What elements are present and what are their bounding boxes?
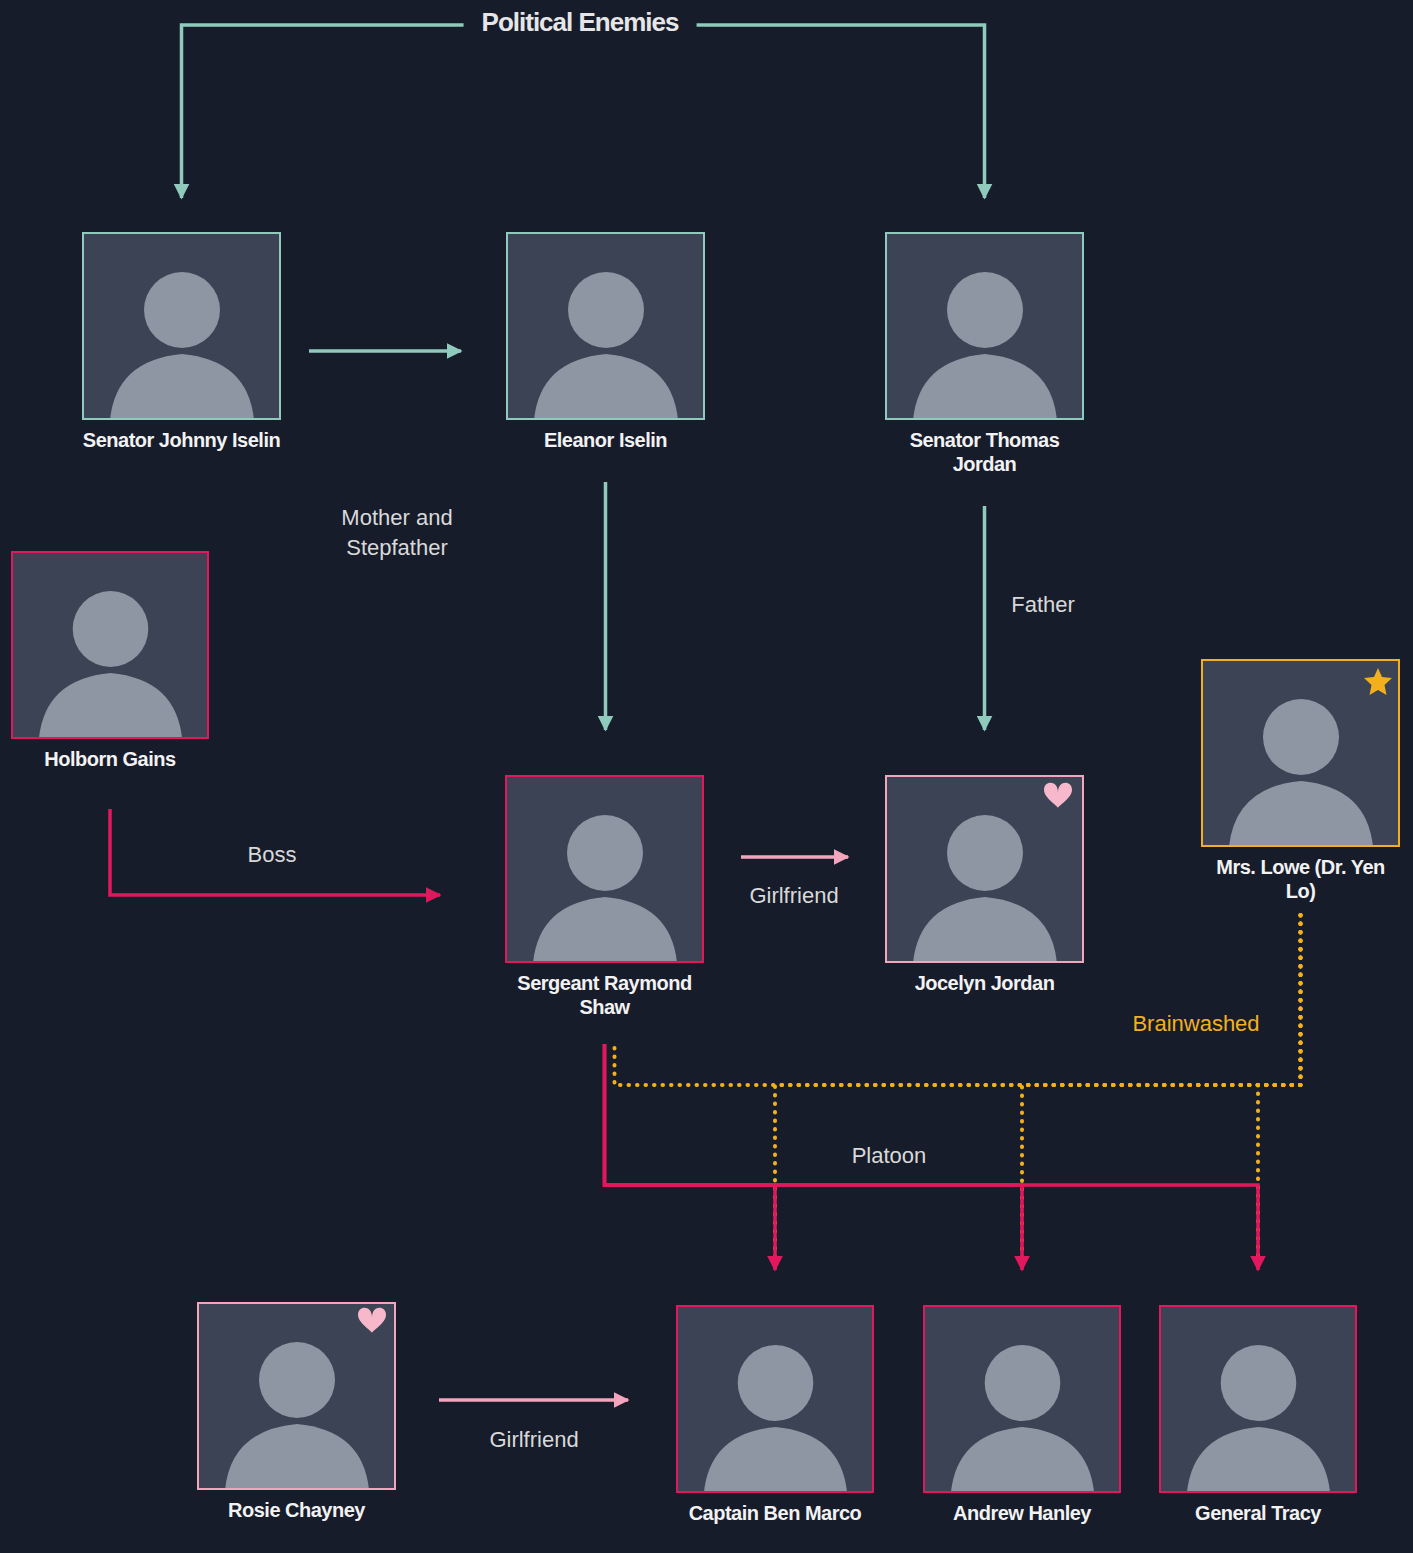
dotted-connector <box>1258 915 1301 1270</box>
character-card: Senator Thomas Jordan <box>885 232 1084 476</box>
character-card: Mrs. Lowe (Dr. Yen Lo) <box>1201 659 1400 903</box>
portrait-frame <box>82 232 281 420</box>
dotted-connector <box>615 915 1301 1085</box>
character-name: Rosie Chayney <box>197 1498 396 1522</box>
edge-label: Mother and Stepfather <box>322 503 472 563</box>
portrait <box>885 232 1084 420</box>
portrait <box>885 775 1084 963</box>
portrait <box>676 1305 874 1493</box>
arrow-connector <box>110 809 440 895</box>
heart-icon <box>358 1308 386 1333</box>
arrow-connector <box>604 482 608 730</box>
arrow-connector <box>605 1044 776 1270</box>
character-name: General Tracy <box>1159 1501 1357 1525</box>
edge-label: Girlfriend <box>749 881 838 911</box>
arrow-connector <box>605 1044 1259 1270</box>
character-card: Captain Ben Marco <box>676 1305 874 1525</box>
portrait <box>923 1305 1121 1493</box>
portrait <box>1201 659 1400 847</box>
arrow-connector <box>309 349 461 353</box>
character-name: Jocelyn Jordan <box>885 971 1084 995</box>
dotted-connector <box>775 915 1301 1270</box>
portrait-frame <box>505 775 704 963</box>
portrait <box>82 232 281 420</box>
character-card: Rosie Chayney <box>197 1302 396 1522</box>
character-name: Captain Ben Marco <box>676 1501 874 1525</box>
arrow-connector <box>439 1398 628 1402</box>
edge-label: Platoon <box>852 1141 927 1171</box>
heart-icon <box>1044 783 1072 808</box>
character-card: Sergeant Raymond Shaw <box>505 775 704 1019</box>
portrait-frame <box>11 551 209 739</box>
character-name: Sergeant Raymond Shaw <box>505 971 704 1019</box>
character-card: Holborn Gains <box>11 551 209 771</box>
portrait-frame <box>676 1305 874 1493</box>
character-card: Andrew Hanley <box>923 1305 1121 1525</box>
portrait-frame <box>197 1302 396 1490</box>
star-icon <box>1364 668 1392 695</box>
portrait <box>197 1302 396 1490</box>
arrow-connector <box>182 25 985 198</box>
edge-label: Girlfriend <box>489 1425 578 1455</box>
portrait-frame <box>885 775 1084 963</box>
portrait-frame <box>923 1305 1121 1493</box>
arrow-connector <box>741 855 848 859</box>
portrait <box>505 775 704 963</box>
portrait-frame <box>1159 1305 1357 1493</box>
portrait <box>506 232 705 420</box>
arrow-connector <box>605 1044 1023 1270</box>
edge-label: Boss <box>248 840 297 870</box>
edge-label: Father <box>1011 590 1075 620</box>
arrow-connector <box>983 506 987 730</box>
character-card: Senator Johnny Iselin <box>82 232 281 452</box>
character-name: Holborn Gains <box>11 747 209 771</box>
character-card: Jocelyn Jordan <box>885 775 1084 995</box>
edge-label: Brainwashed <box>1132 1009 1259 1039</box>
character-name: Eleanor Iselin <box>506 428 705 452</box>
portrait-frame <box>1201 659 1400 847</box>
portrait-frame <box>885 232 1084 420</box>
character-name: Senator Johnny Iselin <box>82 428 281 452</box>
portrait <box>11 551 209 739</box>
edge-label: Political Enemies <box>464 7 697 37</box>
character-card: General Tracy <box>1159 1305 1357 1525</box>
portrait <box>1159 1305 1357 1493</box>
character-name: Senator Thomas Jordan <box>885 428 1084 476</box>
character-name: Mrs. Lowe (Dr. Yen Lo) <box>1201 855 1400 903</box>
portrait-frame <box>506 232 705 420</box>
character-name: Andrew Hanley <box>923 1501 1121 1525</box>
character-card: Eleanor Iselin <box>506 232 705 452</box>
